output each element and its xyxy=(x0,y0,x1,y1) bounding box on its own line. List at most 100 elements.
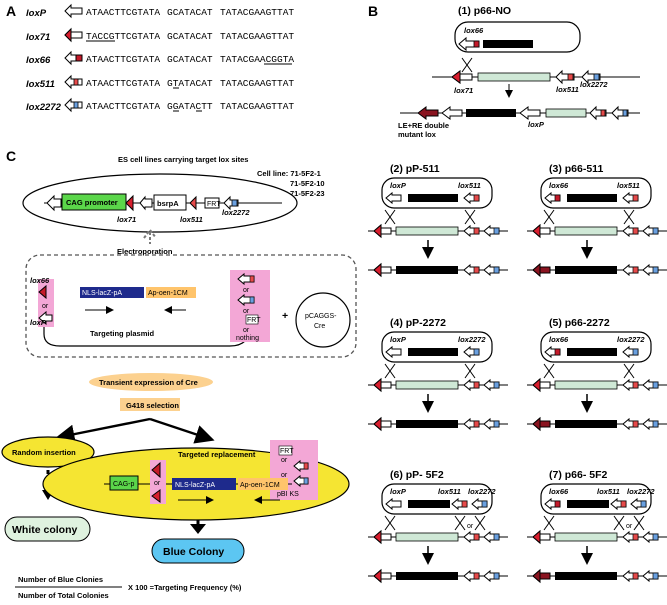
lox2272-site-icon xyxy=(483,263,500,277)
panel-c: ES cell lines carrying target lox sites … xyxy=(1,155,357,600)
lox511-site-icon xyxy=(622,263,639,277)
svg-text:lox2272: lox2272 xyxy=(580,80,608,89)
lox511-site-icon xyxy=(622,530,639,544)
svg-text:or: or xyxy=(243,287,250,294)
subpanel-p3-title: (3) p66-511 xyxy=(549,163,603,175)
panel-a-label: A xyxy=(6,3,16,19)
lox-name-lox511: lox511 xyxy=(26,79,55,90)
lox-name-loxp: loxP xyxy=(26,8,47,19)
seq-loxp-3: TATACGAAGTTAT xyxy=(220,7,294,18)
lox2272-site-icon xyxy=(483,530,500,544)
svg-text:FRT: FRT xyxy=(247,317,261,324)
lox511-site-icon xyxy=(463,191,480,205)
subpanel-p7-title: (7) p66- 5F2 xyxy=(549,469,608,481)
plus-sign: + xyxy=(282,310,288,322)
lox66-site-icon xyxy=(544,191,561,205)
svg-text:lox2272: lox2272 xyxy=(458,335,486,344)
subpanel-p5-title: (5) p66-2272 xyxy=(549,317,610,329)
lox71-genome-icon xyxy=(373,377,392,393)
lox511-site-icon xyxy=(622,191,639,205)
loxp-arrow-icon xyxy=(64,3,83,19)
svg-text:lox2272: lox2272 xyxy=(222,208,250,217)
result-lox-icon xyxy=(532,262,551,278)
random-insertion-ellipse xyxy=(1,436,95,468)
svg-text:NLS-lacZ-pA: NLS-lacZ-pA xyxy=(82,290,122,297)
svg-text:lox71: lox71 xyxy=(117,215,136,224)
lox-name-lox66: lox66 xyxy=(26,55,51,66)
lox2272-site-icon xyxy=(483,569,500,583)
formula-numerator: Number of Blue Clonies xyxy=(18,575,103,584)
seq-loxp-2: GCATACAT xyxy=(167,7,213,18)
svg-text:lox71: lox71 xyxy=(454,86,473,95)
svg-text:Transient expression of Cre: Transient expression of Cre xyxy=(99,378,198,387)
lox511-site-icon xyxy=(622,569,639,583)
lox2272-site-icon xyxy=(642,530,659,544)
subpanel-p2-title: (2) pP-511 xyxy=(390,163,440,175)
loxp-site-icon xyxy=(385,345,402,359)
electroporation-label: Electroporation xyxy=(117,247,173,256)
svg-text:lox511: lox511 xyxy=(617,181,640,190)
lox71-genome-icon xyxy=(373,529,392,545)
lox2272-site-icon xyxy=(642,569,659,583)
lox511-site-icon xyxy=(463,378,480,392)
svg-text:lox66: lox66 xyxy=(464,26,484,35)
formula-denominator: Number of Total Colonies xyxy=(18,591,109,600)
lox66-site-icon xyxy=(544,497,561,511)
svg-text:or: or xyxy=(243,308,250,315)
lox511-site-icon xyxy=(451,497,468,511)
white-colony-box xyxy=(4,516,91,542)
svg-text:lox511: lox511 xyxy=(556,85,579,94)
targeting-plasmid-label: Targeting plasmid xyxy=(90,329,154,338)
seq-lox2272-3: TATACGAAGTTAT xyxy=(220,101,294,112)
lox2272-site-icon xyxy=(642,378,659,392)
lox511-site-icon xyxy=(463,263,480,277)
seq-lox511-1: ATAACTTCGTATA xyxy=(86,78,160,89)
result-lox-icon xyxy=(532,568,551,584)
svg-text:lox511: lox511 xyxy=(438,487,461,496)
svg-text:loxP: loxP xyxy=(390,181,407,190)
subpanel-p66-no: (1) p66-NO lox66 lox71 lox511 lox2272 LE… xyxy=(398,5,640,139)
svg-text:bsrpA: bsrpA xyxy=(157,199,179,208)
svg-text:Random insertion: Random insertion xyxy=(12,448,76,457)
svg-text:CAG promoter: CAG promoter xyxy=(66,198,118,207)
svg-text:NLS-lacZ-pA: NLS-lacZ-pA xyxy=(175,482,215,489)
pcaggs-cre-circle xyxy=(295,292,351,348)
svg-text:pBI KS: pBI KS xyxy=(277,491,299,498)
panel-a-rows: loxP ATAACTTCGTATA GCATACAT TATACGAAGTTA… xyxy=(26,3,294,113)
svg-text:G418 selection: G418 selection xyxy=(126,401,179,410)
lox511-site-icon xyxy=(463,417,480,431)
lox-name-lox71: lox71 xyxy=(26,32,50,43)
cell-line-3: 71-5F2-23 xyxy=(290,189,325,198)
svg-text:White colony: White colony xyxy=(12,524,77,536)
subpanel-p6-title: (6) pP- 5F2 xyxy=(390,469,444,481)
lox2272-site-icon xyxy=(642,263,659,277)
seq-loxp-1: ATAACTTCGTATA xyxy=(86,7,160,18)
lox511-site-icon xyxy=(463,530,480,544)
electroporation-box xyxy=(25,254,357,358)
subpanel-p4-title: (4) pP-2272 xyxy=(390,317,446,329)
lox2272-site-icon xyxy=(471,497,488,511)
panel-c-label: C xyxy=(6,148,16,164)
subpanel-1-title: (1) p66-NO xyxy=(458,5,511,17)
seq-lox66-3: TATACGAACGGTA xyxy=(220,54,294,65)
svg-text:loxP: loxP xyxy=(390,487,407,496)
svg-text:Targeted replacement: Targeted replacement xyxy=(178,450,256,459)
lox2272-site-icon xyxy=(642,224,659,238)
cell-line-label: Cell line: 71-5F2-1 xyxy=(257,169,321,178)
nls-lacz-box xyxy=(80,287,144,298)
seq-lox511-2: GTATACAT xyxy=(167,78,213,89)
svg-text:lox511: lox511 xyxy=(180,215,203,224)
lox2272-site-icon xyxy=(463,345,480,359)
lox511-arrow-icon xyxy=(64,74,83,90)
lox2272-site-icon xyxy=(483,417,500,431)
svg-text:Ap-oen-1CM: Ap-oen-1CM xyxy=(240,482,280,489)
result-lox-icon xyxy=(532,416,551,432)
lox511-site-icon xyxy=(622,417,639,431)
svg-text:lox2272: lox2272 xyxy=(468,487,496,496)
seq-lox66-1: ATAACTTCGTATA xyxy=(86,54,160,65)
bsrpa-box xyxy=(153,194,187,211)
seq-lox2272-2: GGATACTT xyxy=(167,101,213,112)
